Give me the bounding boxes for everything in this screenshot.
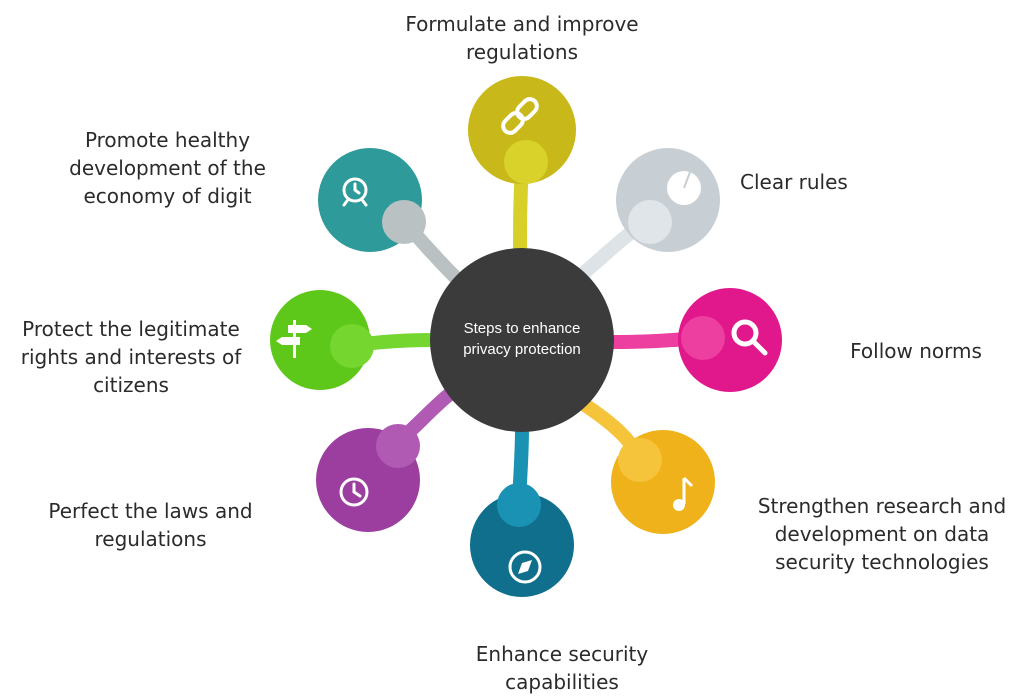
node-enhance [470,483,574,597]
center-hub: Steps to enhance privacy protection [430,248,614,432]
node-clear [616,148,720,252]
label-follow-norms: Follow norms [850,339,982,363]
label-perfect-laws: Perfect the laws and regulations [48,499,253,551]
center-title-line2: privacy protection [463,341,581,358]
compass-icon [508,550,542,584]
label-enhance-security: Enhance security capabilities [475,642,649,694]
node-protect [270,290,374,390]
node-top [468,76,576,184]
pie-icon [667,171,701,205]
connectors [348,161,707,507]
node-promote [318,148,426,252]
clock-icon [339,477,369,507]
center-title-line1: Steps to enhance [464,320,581,337]
label-protect-rights: Protect the legitimate rights and intere… [20,317,242,397]
link-icon [501,97,539,135]
node-follow [678,288,782,392]
label-promote-development: Promote healthy development of the econo… [69,128,266,208]
label-strengthen-research: Strengthen research and development on d… [757,494,1007,574]
label-formulate-regulations: Formulate and improve regulations [405,12,639,64]
music-note-icon [673,476,694,511]
node-strength [611,430,715,534]
signpost-icon [276,320,312,358]
search-icon [731,319,768,356]
node-perfect [316,424,420,532]
label-clear-rules: Clear rules [740,170,848,194]
alarm-clock-icon [342,177,368,207]
